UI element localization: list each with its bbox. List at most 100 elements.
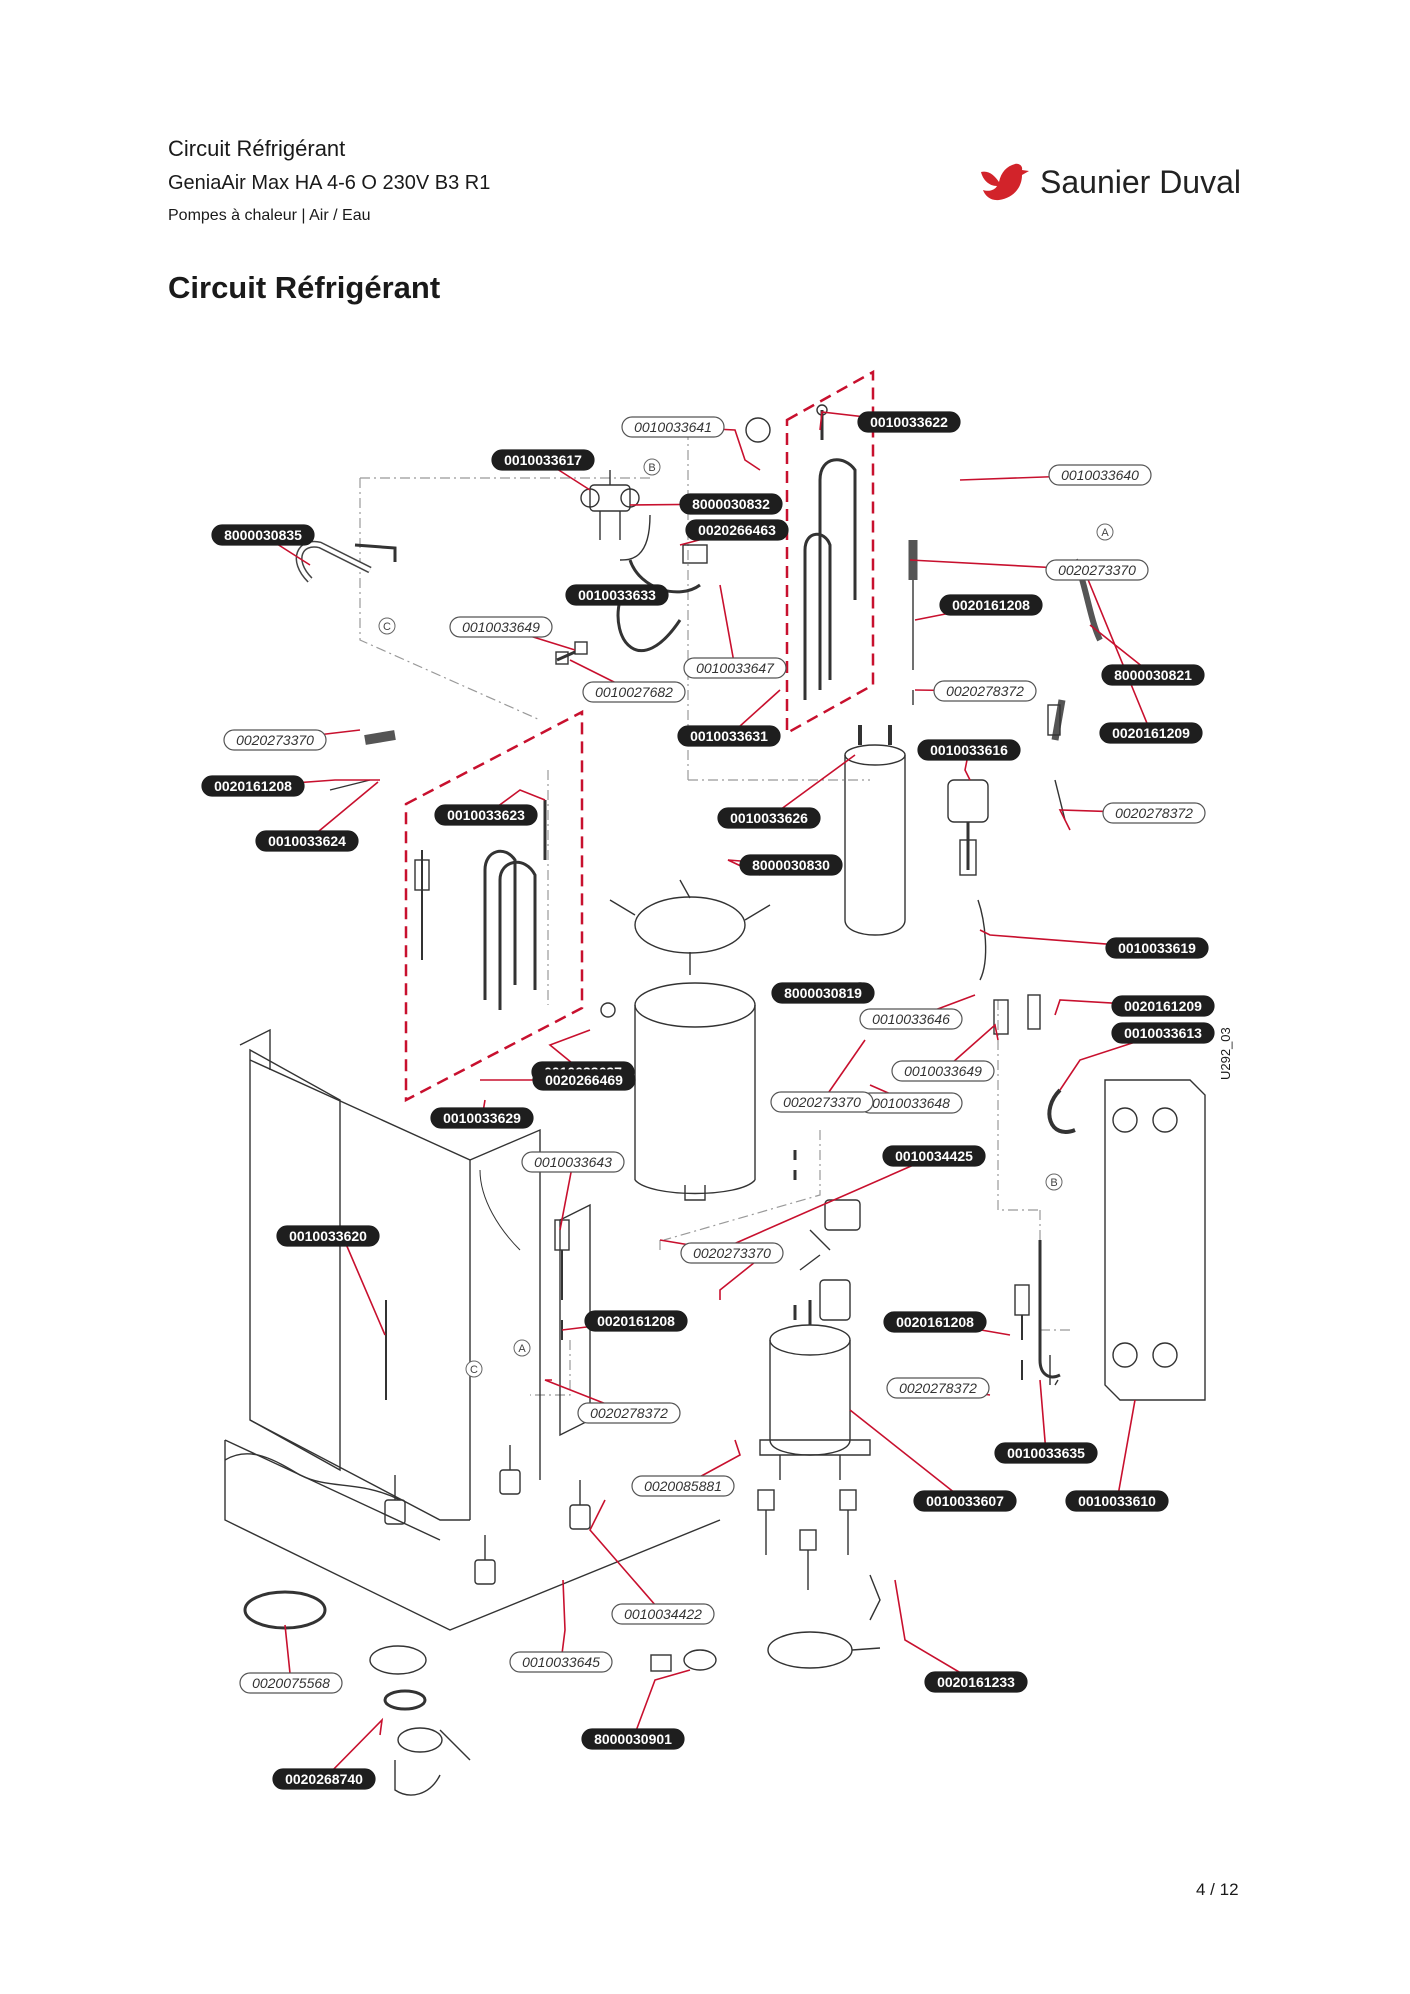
part-label: 0020278372 — [933, 680, 1037, 702]
part-label: 0010034422 — [611, 1603, 715, 1625]
part-label: 0020085881 — [631, 1475, 735, 1497]
part-number: 8000030819 — [784, 985, 862, 1001]
part-number: 0020273370 — [1058, 562, 1136, 578]
part-label: 8000030835 — [211, 524, 315, 546]
part-label: 0010033610 — [1065, 1490, 1169, 1512]
part-label-badge — [939, 594, 1043, 616]
part-label-badge — [994, 1442, 1098, 1464]
leader-line — [659, 1155, 935, 1251]
part-number: 0010033619 — [1118, 940, 1196, 956]
part-number: 8000030832 — [692, 496, 770, 512]
part-label-badge — [1045, 559, 1149, 581]
part-number: 0020161208 — [214, 778, 292, 794]
part-label: 0010033624 — [255, 830, 359, 852]
leader-line — [632, 1669, 691, 1740]
part-label-badge — [631, 1475, 735, 1497]
part-label-badge — [434, 804, 538, 826]
part-label-badge — [891, 1060, 995, 1082]
part-label: 0010034425 — [882, 1145, 986, 1167]
reference-marker-circle — [513, 1339, 531, 1357]
part-label-badge — [677, 725, 781, 747]
part-label-badge — [611, 1603, 715, 1625]
part-label: 0020268740 — [272, 1768, 376, 1790]
part-label: 0020273370 — [1045, 559, 1149, 581]
part-number: 0010033622 — [870, 414, 948, 430]
part-label-badge — [584, 1310, 688, 1332]
part-label: 0020161233 — [924, 1671, 1028, 1693]
part-label: 0020161208 — [584, 1310, 688, 1332]
part-number: 0020278372 — [899, 1380, 977, 1396]
reference-marker-circle — [1096, 523, 1114, 541]
part-number: 0020266463 — [698, 522, 776, 538]
part-number: 0010033649 — [904, 1063, 982, 1079]
leader-line — [1116, 1399, 1136, 1502]
part-label-badge — [1102, 802, 1206, 824]
part-label-badge — [1099, 722, 1203, 744]
part-label-badge — [521, 1151, 625, 1173]
part-label: 0020278372 — [886, 1377, 990, 1399]
reference-marker-circle — [465, 1360, 483, 1378]
part-label-badge — [1111, 1022, 1215, 1044]
reference-marker-letter: B — [1050, 1177, 1057, 1189]
part-label: 0010033640 — [1048, 464, 1152, 486]
part-label: 0020273370 — [770, 1091, 874, 1113]
part-number: 0010033641 — [634, 419, 712, 435]
part-label: 0010033649 — [449, 616, 553, 638]
part-number: 0010033610 — [1078, 1493, 1156, 1509]
part-label: 0020278372 — [1102, 802, 1206, 824]
leader-line — [1039, 1379, 1047, 1454]
part-label-badge — [577, 1402, 681, 1424]
part-number: 0010033616 — [930, 742, 1008, 758]
reference-marker-letter: C — [470, 1364, 478, 1376]
part-number: 0010033626 — [730, 810, 808, 826]
part-label: 0010033622 — [857, 411, 961, 433]
part-label: 0020161208 — [201, 775, 305, 797]
part-number: 0020273370 — [693, 1245, 771, 1261]
part-number: 0020161233 — [937, 1674, 1015, 1690]
part-number: 0020075568 — [252, 1675, 330, 1691]
part-label: 0010033631 — [677, 725, 781, 747]
part-label-badge — [430, 1107, 534, 1129]
document-title: Circuit Réfrigérant — [168, 136, 346, 161]
part-label: 0010033649 — [891, 1060, 995, 1082]
part-label: 0020161208 — [883, 1311, 987, 1333]
reference-marker: B — [643, 458, 661, 476]
part-label-badge — [581, 1728, 685, 1750]
part-labels: 0010033641 0010033622 0010033617 0010033640… — [201, 411, 1215, 1790]
part-label: 0010033643 — [521, 1151, 625, 1173]
page-number: 4 / 12 — [1196, 1880, 1239, 1899]
part-label: 0010033607 — [913, 1490, 1017, 1512]
part-label: 0020161209 — [1099, 722, 1203, 744]
part-label: 0010033629 — [430, 1107, 534, 1129]
part-label-badge — [201, 775, 305, 797]
part-number: 0020161208 — [896, 1314, 974, 1330]
part-label: 0010033617 — [491, 449, 595, 471]
part-label-badge — [913, 1490, 1017, 1512]
drawing-reference: U292_03 — [1218, 1027, 1233, 1080]
part-label-badge — [491, 449, 595, 471]
part-label-badge — [685, 519, 789, 541]
part-label: 0010033648 — [859, 1092, 963, 1114]
part-label-badge — [859, 1008, 963, 1030]
part-label: 0020266469 — [532, 1069, 636, 1091]
part-label-badge — [917, 739, 1021, 761]
part-label: 0010033633 — [565, 584, 669, 606]
part-label-badge — [582, 681, 686, 703]
part-label-badge — [770, 1091, 874, 1113]
reference-marker-letter: B — [648, 462, 655, 474]
part-label-badge — [680, 1242, 784, 1264]
part-label: 0020075568 — [239, 1672, 343, 1694]
part-number: 8000030901 — [594, 1731, 672, 1747]
part-number: 0020161208 — [597, 1313, 675, 1329]
part-label-badge — [565, 584, 669, 606]
part-label: 0010033613 — [1111, 1022, 1215, 1044]
part-label: 8000030821 — [1101, 664, 1205, 686]
part-label-badge — [924, 1671, 1028, 1693]
part-number: 0010033646 — [872, 1011, 950, 1027]
part-label: 0020266463 — [685, 519, 789, 541]
part-label: 0010033645 — [509, 1651, 613, 1673]
part-label-badge — [509, 1651, 613, 1673]
part-label: 0010033620 — [276, 1225, 380, 1247]
part-number: 0020268740 — [285, 1771, 363, 1787]
